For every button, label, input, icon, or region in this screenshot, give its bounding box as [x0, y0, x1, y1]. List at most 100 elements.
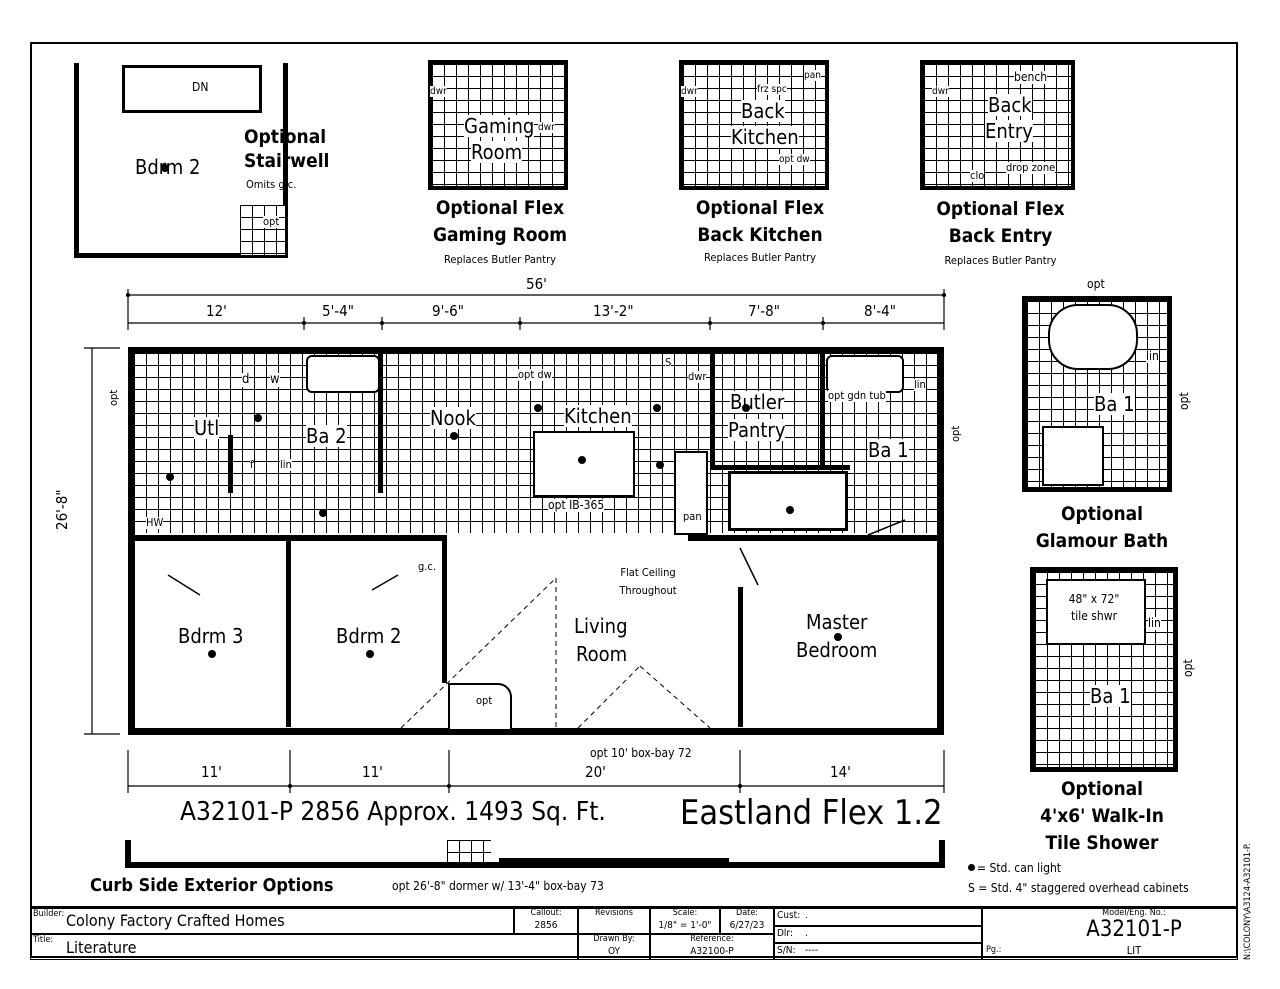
stair-box: [122, 65, 262, 113]
back-kitchen-optdw: opt dw: [779, 154, 810, 165]
dim-bottom-1: 11': [201, 763, 222, 781]
stairwell-title-1: Optional: [244, 126, 327, 148]
tb-builder-cell: [30, 908, 514, 934]
gaming-note: Replaces Butler Pantry: [444, 253, 556, 266]
tb-title-label: Title:: [33, 935, 54, 945]
room-butler-2: Pantry: [728, 418, 786, 442]
label-opt-left: opt: [107, 389, 120, 406]
side-file-code: N:\COLONY\A3124-A32101-P.: [1243, 843, 1253, 960]
wall-pantry: [710, 353, 715, 465]
back-kitchen-pan: pan: [804, 70, 821, 81]
wall-master-left: [738, 587, 743, 727]
back-entry-title-1: Optional Flex: [936, 198, 1065, 220]
tb-drawn: OY: [607, 946, 621, 957]
stairwell-title-2: Stairwell: [244, 150, 330, 172]
tb-cust-cell: [774, 908, 982, 926]
elevation-dormer: [499, 858, 729, 868]
label-opt-dw: opt dw: [518, 368, 552, 382]
dim-top-4: 13'-2": [593, 302, 634, 320]
bdrm3-floor: [134, 541, 288, 727]
wall-master-top: [688, 535, 938, 541]
exterior-walls: [128, 347, 944, 735]
tb-title: Literature: [66, 938, 137, 957]
back-kitchen-room-1: Back: [741, 99, 785, 123]
shower-size-2: tile shwr: [1070, 609, 1118, 623]
legend-can-dot: [968, 864, 975, 871]
wall-bdrm-divider: [286, 535, 291, 727]
tb-cust: .: [805, 910, 808, 921]
stairwell-option: DN opt Bdrm 2 Optional Stairwell Omits g…: [60, 55, 329, 265]
label-lin-small: lin: [280, 458, 292, 472]
gaming-option: dwr dwr Gaming Room Optional Flex Gaming…: [420, 58, 580, 273]
glamour-opt-side: opt: [1177, 392, 1191, 410]
tb-scale-cell: [650, 908, 720, 934]
glamour-shower: [1042, 426, 1104, 486]
label-f: f: [250, 458, 254, 472]
tb-callout-label: Callout:: [530, 908, 562, 918]
tb-model: A32101-P: [1086, 917, 1182, 942]
wall-bdrm2-living: [442, 535, 447, 683]
gaming-room-2: Room: [471, 140, 523, 164]
tb-dlr-label: Dlr:: [777, 928, 793, 939]
exterior-title: Curb Side Exterior Options: [90, 875, 334, 896]
gaming-title-1: Optional Flex: [435, 197, 565, 219]
tb-sn: ----: [805, 945, 818, 956]
stair-down-label: DN: [192, 80, 209, 94]
tb-scale: 1/8" = 1'-0": [658, 920, 712, 931]
gaming-dwr-1: dwr: [430, 86, 447, 97]
shower-size-1: 48" x 72": [1068, 592, 1120, 606]
label-boxbay: opt 10' box-bay 72: [590, 746, 692, 760]
tb-builder-label: Builder:: [33, 909, 65, 919]
tb-date: 6/27/23: [729, 920, 765, 931]
elevation-right-post: [939, 840, 945, 868]
room-living-1: Living: [574, 614, 628, 638]
back-kitchen-title-2: Back Kitchen: [697, 224, 823, 246]
dim-top-2: 5'-4": [322, 302, 354, 320]
back-kitchen-room-2: Kitchen: [731, 125, 799, 149]
tb-sn-label: S/N:: [777, 945, 796, 956]
room-bdrm3: Bdrm 3: [178, 624, 244, 648]
tb-builder: Colony Factory Crafted Homes: [66, 911, 285, 930]
glamour-option: opt opt lin Ba 1 Optional Glamour Bath: [1012, 276, 1192, 556]
dim-bottom-2: 11': [362, 763, 383, 781]
room-master-2: Bedroom: [796, 638, 878, 662]
tb-callout-cell: [514, 908, 578, 934]
back-kitchen-floor: [679, 60, 829, 190]
dim-overall: 56': [526, 275, 547, 293]
back-entry-note: Replaces Butler Pantry: [944, 254, 1057, 267]
back-entry-option: bench dwr Back Entry clo drop zone Optio…: [918, 58, 1083, 273]
shower-stall: [1046, 579, 1146, 645]
elevation-left-post: [125, 840, 131, 868]
kitchen-island: [533, 431, 635, 497]
model-headline: A32101-P 2856 Approx. 1493 Sq. Ft.: [180, 797, 606, 827]
tb-sn-cell: [774, 943, 982, 960]
wall-utl-box: [228, 435, 233, 493]
wall-ba2-right: [378, 353, 383, 493]
legend-cabinets: S = Std. 4" staggered overhead cabinets: [968, 881, 1189, 895]
stair-opt-label: opt: [263, 215, 280, 229]
dim-top-6: 8'-4": [864, 302, 896, 320]
back-entry-bench: bench: [1014, 70, 1048, 85]
room-kitchen: Kitchen: [564, 404, 632, 428]
tb-callout: 2856: [534, 920, 558, 931]
label-gc: g.c.: [418, 560, 437, 574]
back-entry-title-2: Back Entry: [948, 225, 1053, 247]
tb-drawn-label: Drawn By:: [593, 934, 635, 944]
tb-date-label: Date:: [735, 908, 759, 918]
wall-closet: [710, 465, 850, 470]
label-s: S: [665, 356, 672, 370]
gaming-dwr-2: dwr: [538, 122, 555, 133]
shower-option: 48" x 72" tile shwr lin opt Ba 1 Optiona…: [1012, 565, 1195, 860]
room-living-2: Room: [576, 642, 628, 666]
shower-opt-side: opt: [1181, 659, 1195, 677]
label-gdn-tub: opt gdn tub: [828, 389, 886, 403]
tb-pg-label: Pg.:: [986, 945, 1002, 955]
shower-title-2: 4'x6' Walk-In: [1040, 805, 1164, 827]
glamour-opt: opt: [1087, 277, 1105, 291]
stairwell-floor: [74, 63, 288, 258]
tb-model-label: Model/Eng. No.:: [1102, 908, 1166, 918]
dim-bottom-3: 20': [585, 763, 606, 781]
dim-bottom-4: 14': [830, 763, 851, 781]
tb-scale-label: Scale:: [672, 908, 698, 918]
